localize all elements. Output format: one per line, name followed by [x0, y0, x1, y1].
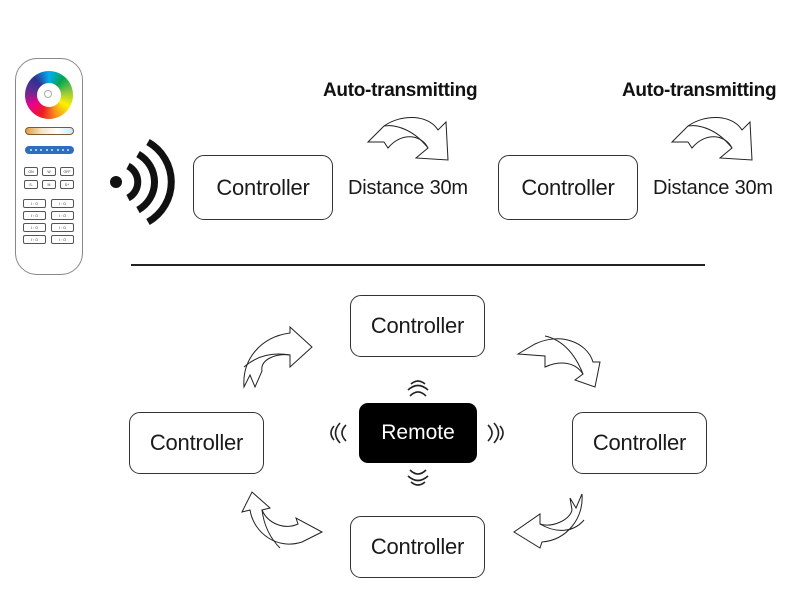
brightness-dot — [29, 149, 32, 151]
color-wheel-dot — [44, 90, 52, 98]
key-speed-down: S- — [24, 180, 38, 189]
signal-waves-down-icon — [407, 469, 429, 486]
auto-transmitting-label-2: Auto-transmitting — [622, 80, 777, 101]
zone-key: I ◦ O — [23, 211, 46, 220]
zone-key: I ◦ O — [51, 235, 74, 244]
color-wheel — [25, 71, 73, 119]
controller-box-left: Controller — [129, 412, 264, 474]
controller-box-right: Controller — [572, 412, 707, 474]
curved-arrow-right-icon — [366, 116, 449, 161]
brightness-dot — [61, 149, 64, 151]
remote-box: Remote — [359, 403, 477, 463]
remote-control-device: ON W OFF S- M S+ I ◦ O I ◦ O I ◦ O I ◦ O… — [15, 58, 83, 275]
curved-arrow-top-right-icon — [516, 335, 601, 388]
wireless-signal-icon — [110, 138, 175, 226]
brightness-dot — [56, 149, 59, 151]
color-temperature-slider — [25, 127, 74, 135]
distance-label-1: Distance 30m — [348, 177, 468, 199]
controller-box-top: Controller — [350, 295, 485, 357]
brightness-dot — [45, 149, 48, 151]
signal-waves-left-icon — [330, 422, 347, 444]
key-speed-up: S+ — [60, 180, 74, 189]
curved-arrow-bottom-left-icon — [241, 491, 324, 549]
section-divider — [131, 264, 705, 266]
controller-box-2: Controller — [498, 155, 638, 220]
brightness-dot — [40, 149, 43, 151]
key-mode: M — [42, 180, 56, 189]
zone-key: I ◦ O — [51, 199, 74, 208]
zone-key: I ◦ O — [51, 223, 74, 232]
brightness-slider — [25, 146, 74, 154]
zone-key: I ◦ O — [23, 235, 46, 244]
controller-box-bottom: Controller — [350, 516, 485, 578]
curved-arrow-right-icon — [670, 116, 753, 161]
brightness-dot — [51, 149, 54, 151]
curved-arrow-top-left-icon — [243, 325, 313, 389]
key-white: W — [42, 167, 56, 176]
zone-key: I ◦ O — [51, 211, 74, 220]
zone-key: I ◦ O — [23, 199, 46, 208]
color-wheel-center — [37, 83, 61, 107]
controller-box-1: Controller — [193, 155, 333, 220]
signal-waves-right-icon — [487, 422, 504, 444]
signal-waves-up-icon — [407, 380, 429, 397]
brightness-dot — [35, 149, 38, 151]
auto-transmitting-label-1: Auto-transmitting — [323, 80, 478, 101]
curved-arrow-bottom-right-icon — [513, 493, 585, 549]
key-off: OFF — [60, 167, 74, 176]
brightness-dot — [67, 149, 70, 151]
distance-label-2: Distance 30m — [653, 177, 773, 199]
key-on: ON — [24, 167, 38, 176]
zone-key: I ◦ O — [23, 223, 46, 232]
